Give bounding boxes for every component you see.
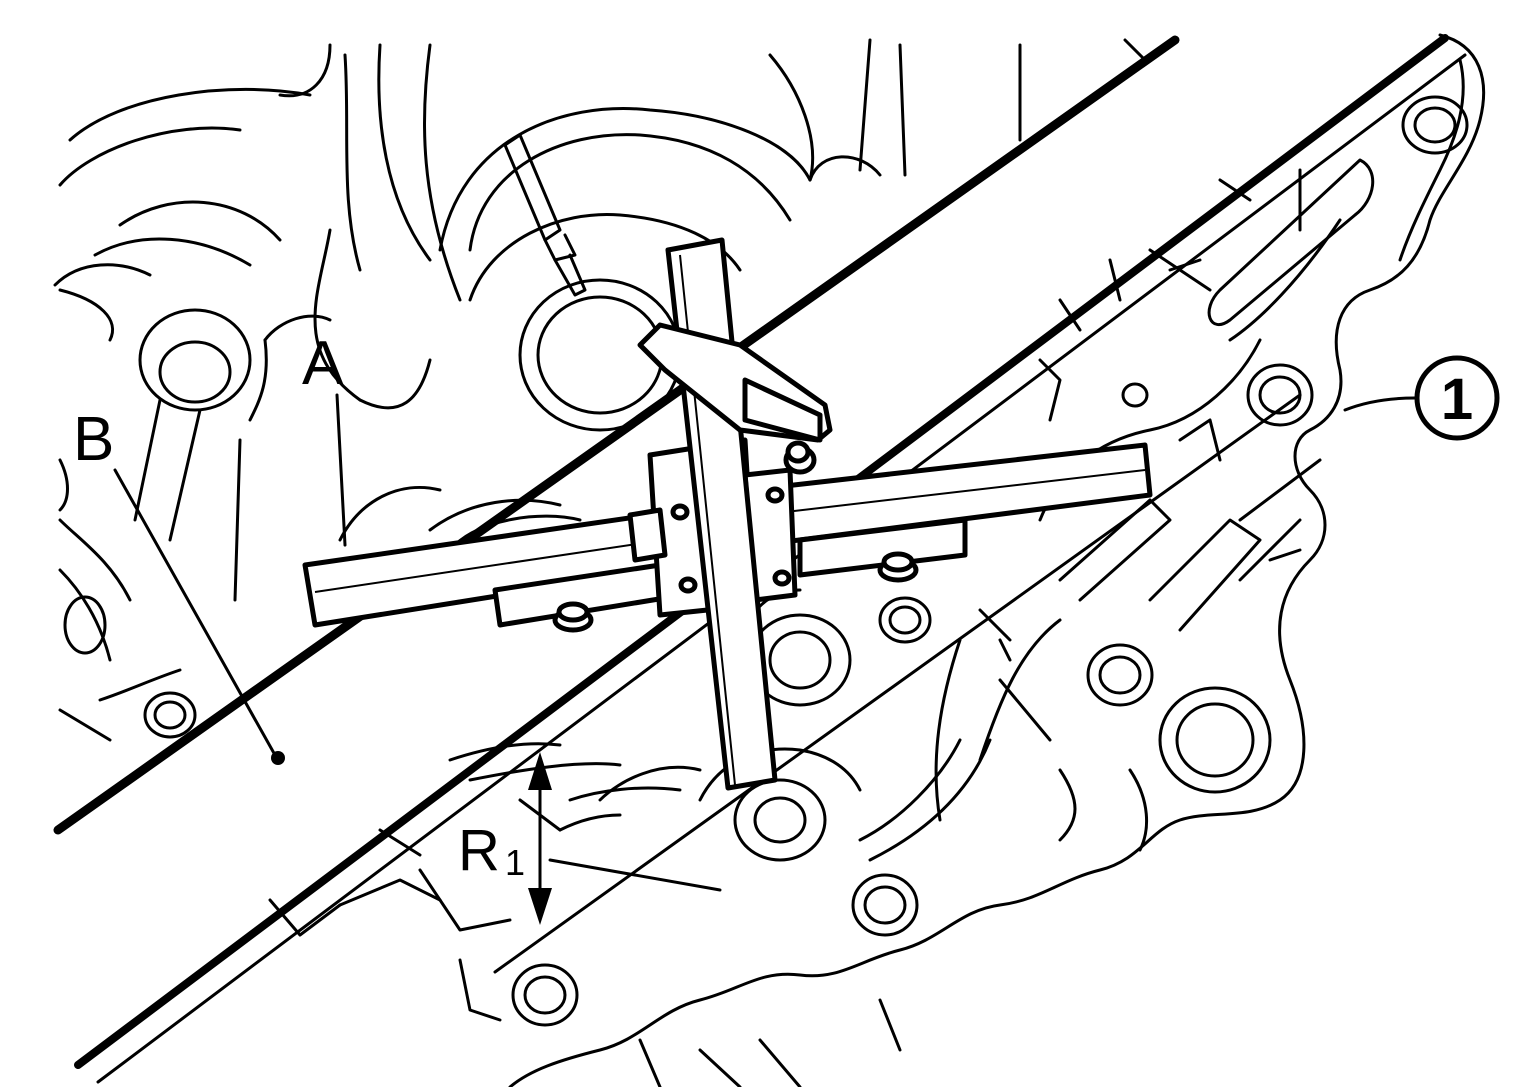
point-b-marker (271, 751, 285, 765)
measuring-tool (302, 237, 1153, 791)
label-a: A (302, 329, 344, 398)
straight-edge (53, 35, 1180, 835)
label-r-subscript: 1 (505, 842, 525, 883)
dimension-r1 (528, 752, 552, 925)
part-callout-1: 1 (1414, 355, 1500, 441)
part-callout-number: 1 (1441, 367, 1473, 432)
leader-lines (113, 393, 1417, 757)
label-r: R (458, 818, 500, 883)
label-b: B (73, 405, 114, 474)
